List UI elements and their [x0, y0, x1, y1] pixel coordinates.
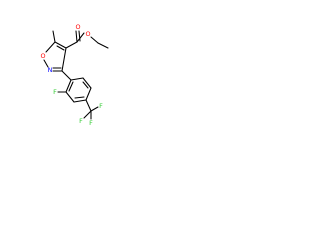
bond-c5-o [45, 41, 56, 53]
atom-fluorine-cf3-1: F [99, 102, 103, 110]
bond-ph-4-5-inner [74, 96, 85, 99]
bond-ph-3-4 [85, 87, 92, 101]
atom-ring-oxygen: O [40, 52, 45, 60]
bond-ethyl-c1-c2 [97, 42, 109, 49]
bond-o-n [43, 59, 49, 68]
bond-c3-c4 [61, 47, 67, 72]
bond-ester-o-carbonyl-c [76, 32, 85, 43]
bond-ph-1-2 [70, 77, 84, 81]
bond-c3-phenyl [61, 70, 72, 81]
molecule-structure-diagram: O O O N F F F F [0, 0, 152, 152]
bond-cf3-f3 [83, 110, 92, 119]
atom-fluorine-aryl: F [53, 88, 57, 96]
atom-labels: O O O N F F F F [40, 23, 103, 127]
bond-ph-6-1 [65, 79, 72, 93]
bond-ph-5-6 [65, 91, 75, 103]
bond-cf3-f1 [90, 106, 99, 112]
bond-ph-6-1-inner [68, 81, 74, 92]
atom-ester-oxygen: O [85, 30, 90, 38]
bond-ph-2-3-inner [82, 81, 89, 89]
atom-fluorine-cf3-2: F [89, 119, 93, 127]
bond-ph-cf3 [85, 99, 92, 112]
bond-c4-c5 [54, 41, 67, 49]
bond-c5-c4-inner [56, 45, 65, 51]
bond-ph-4-5 [73, 99, 87, 103]
atom-fluorine-cf3-3: F [79, 117, 83, 125]
bond-carbonyl-double-1 [75, 30, 78, 43]
atom-ring-nitrogen: N [48, 66, 53, 74]
bond-ethyl-c1-o [90, 36, 99, 44]
bond-c5-methyl [52, 30, 56, 43]
bond-carbonyl-c4 [65, 41, 78, 49]
molecule-svg: O O O N F F F F [40, 23, 109, 127]
bond-ph-2-3 [82, 77, 92, 89]
bonds [43, 30, 109, 120]
bond-carbonyl-double-2 [78, 30, 81, 42]
atom-carbonyl-oxygen: O [75, 23, 80, 31]
